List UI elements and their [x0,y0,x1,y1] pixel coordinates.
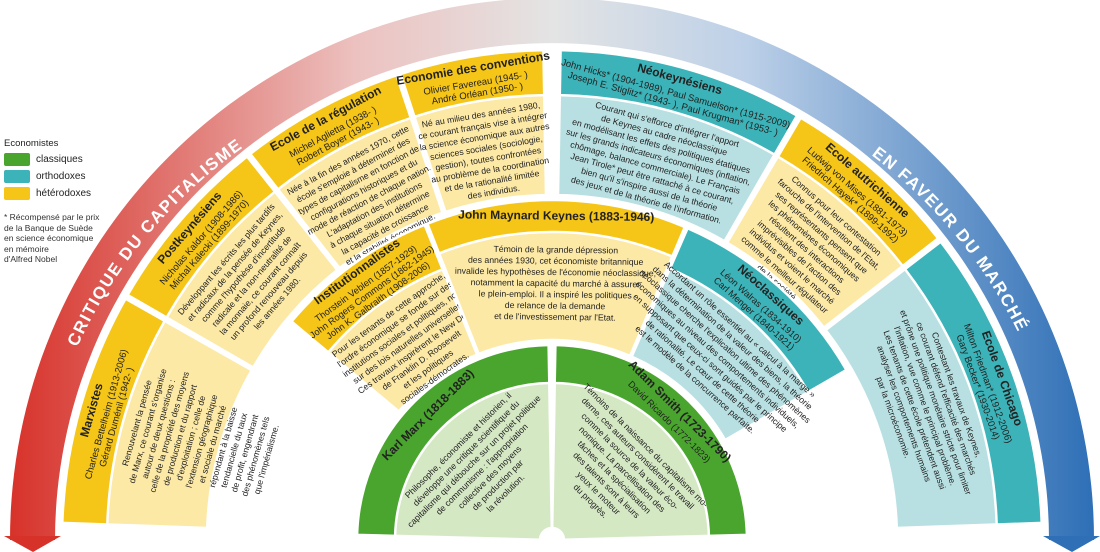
left-arrow-head [4,536,61,552]
school-description-line: de relance de la demande [505,300,606,311]
nobel-note-line: d'Alfred Nobel [4,254,58,264]
nobel-note-line: de la Banque de Suède [4,222,93,233]
school-header-sector [776,116,940,268]
arc-frame [4,0,1100,552]
school-text: John Maynard Keynes (1883-1946) Témoin de… [455,207,656,323]
school-description-line: et de l'investissement par l'Etat. [494,311,616,323]
school-header-sector [668,226,849,394]
nobel-note-line: * Récompensé par le prix [4,212,100,222]
legend-label: hétérodoxes [36,188,92,199]
school-description-line: Témoin de la grande dépression [493,244,618,256]
legend-item-orthodoxes: orthodoxes [4,170,132,183]
school-header-sector [61,296,167,526]
school-description-line: le plein-emploi. Il a inspiré les politi… [479,288,633,300]
legend-item-classiques: classiques [4,153,132,166]
nobel-note: * Récompensé par le prix de la Banque de… [4,212,132,265]
school-header-sector [425,198,687,259]
school-description-line: des années 1930, cet économiste britanni… [468,255,644,267]
legend-item-heterodoxes: hétérodoxes [4,187,132,200]
school-header-sector [399,48,546,119]
right-arrow-head [1043,536,1100,552]
school-header-sector [558,48,799,157]
school-header-sector [355,343,551,538]
nobel-note-line: en science économique [4,233,94,243]
school-header-sector [553,343,749,538]
legend-label: orthodoxes [36,171,86,182]
school-header-sector [125,154,277,320]
school-block-karl-marx-1818-1883: Karl Marx (1818-1883)Philosophe, économi… [355,343,554,541]
legend: Economistes classiques orthodoxes hétéro… [4,138,132,265]
legend-swatch-orthodoxes [4,170,30,183]
school-description-line: notamment la capacité du marché à assure… [471,277,641,289]
school-description-line: invalide les hypothèses de l'économie né… [455,266,656,279]
school-header-sector [248,73,413,192]
legend-swatch-heterodoxes [4,187,30,200]
legend-label: classiques [36,154,83,165]
school-header-sector [289,223,445,355]
legend-swatch-classiques [4,153,30,166]
nobel-note-line: en mémoire [4,243,49,254]
school-block-john-maynard-keynes-1883-1946: John Maynard Keynes (1883-1946) Témoin de… [425,198,687,358]
legend-title: Economistes [4,138,59,149]
school-block-adam-smith-1723-1790: Adam Smith (1723-1790)David Ricardo (177… [550,343,749,541]
school-header-sector [903,239,1043,526]
school-title: John Maynard Keynes (1883-1946) [458,207,654,224]
